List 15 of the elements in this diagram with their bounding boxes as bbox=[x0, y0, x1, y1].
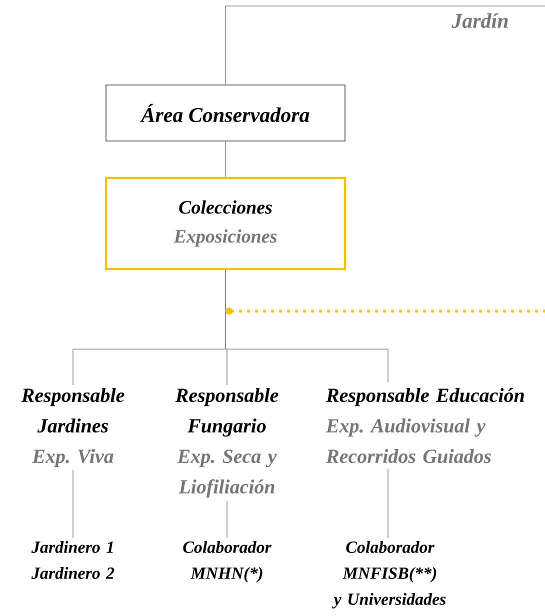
section-label: Jardín bbox=[452, 13, 508, 28]
role-text: Responsable Jardines Exp. Viva bbox=[21, 388, 124, 468]
connector-line bbox=[226, 500, 228, 538]
role-text: Colaborador MNHN(*) bbox=[183, 541, 272, 582]
role-text: Responsable Fungario Exp. Seca y Liofiliación bbox=[175, 388, 278, 498]
connector-line bbox=[225, 141, 226, 178]
highlighted-box: Colecciones Exposiciones bbox=[104, 176, 346, 270]
org-box: Área Conservadora bbox=[106, 84, 346, 142]
connector-line bbox=[72, 470, 74, 538]
connector-line bbox=[225, 270, 388, 382]
role-text: Colaborador MNFISB(**) y Universidades bbox=[332, 541, 446, 608]
connector-line bbox=[226, 308, 545, 315]
role-text: Responsable Educación Exp. Audiovisual y Recorridos Guiados bbox=[326, 388, 524, 464]
connector-line bbox=[225, 6, 545, 85]
role-text: Jardinero 1 Jardinero 2 bbox=[31, 541, 114, 579]
